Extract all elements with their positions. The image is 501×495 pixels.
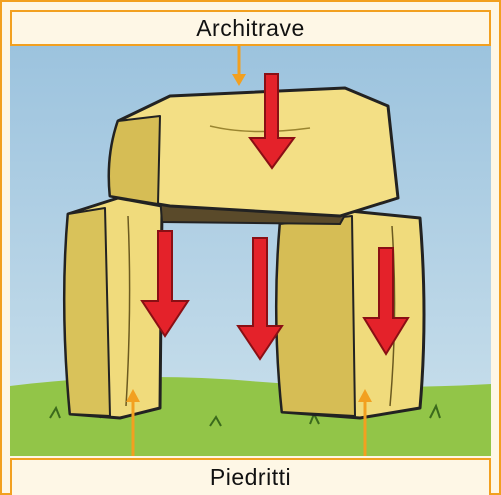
pointer-arrow-right-pillar — [358, 389, 372, 456]
load-arrow-right-pillar — [362, 247, 410, 356]
pointer-arrow-left-pillar — [126, 389, 140, 456]
load-arrow-left-pillar — [140, 230, 190, 338]
stonehenge-illustration — [10, 46, 491, 456]
load-arrow-architrave — [248, 73, 296, 170]
load-arrow-center — [236, 237, 284, 361]
pointer-arrow-architrave — [232, 46, 246, 86]
right-pillar — [274, 208, 426, 420]
architrave-label: Architrave — [10, 10, 491, 46]
piedritti-label: Piedritti — [10, 458, 491, 495]
architrave-stone — [107, 86, 400, 218]
